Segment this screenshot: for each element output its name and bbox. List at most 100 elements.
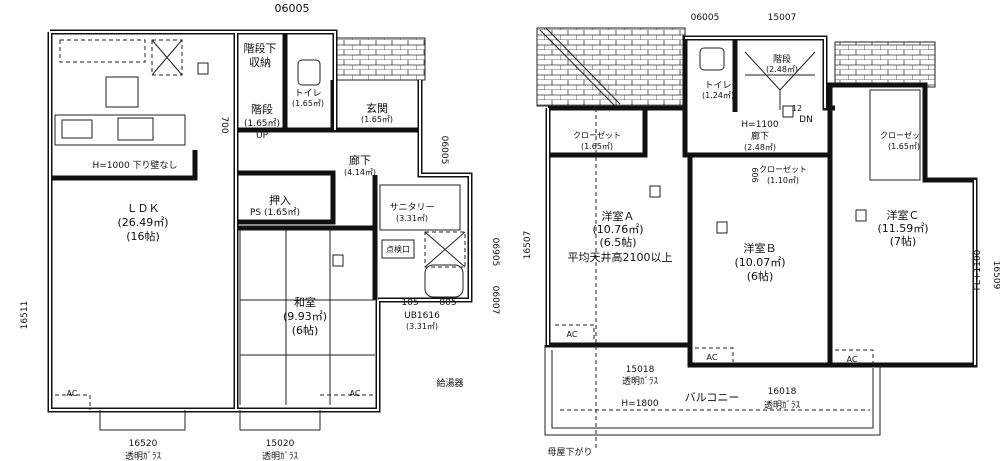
kitchen-wall-note: H=1000 下り壁なし: [92, 159, 177, 171]
hall-height: H=1100: [741, 120, 778, 130]
toilet-icon: [297, 59, 321, 86]
room-name-stair-storage-2: 収納: [249, 56, 271, 69]
kitchen-counter: [54, 114, 186, 146]
glass-type: 透明ｶﾞﾗｽ: [262, 451, 299, 461]
room-name-a: 洋室Ａ: [602, 209, 635, 223]
smoke-sensor-icon: [332, 254, 344, 267]
room-tatami-c: (7帖): [890, 235, 917, 248]
toilet-icon: [699, 47, 725, 71]
room-area-ldk: (26.49㎡): [117, 216, 168, 229]
room-name-c: 洋室Ｃ: [887, 208, 920, 222]
window-code: 15007: [768, 13, 797, 23]
window-code: 16507: [523, 231, 533, 260]
inspection-hatch: [381, 239, 415, 259]
stove-icon: [61, 119, 93, 139]
room-name-hall-2f: 廊下: [751, 130, 769, 142]
window-code: 06005: [439, 136, 449, 165]
tatami-lines: [239, 230, 375, 405]
room-area-toilet-2f: (1.24㎡): [702, 91, 734, 100]
water-heater-label: 給湯器: [436, 377, 463, 389]
step-count: 12: [792, 104, 802, 113]
room-name-b: 洋室Ｂ: [744, 241, 777, 255]
smoke-sensor-icon: [782, 105, 794, 118]
room-area-closet-a: (1.65㎡): [581, 142, 613, 151]
room-area-entrance: (1.65㎡): [361, 115, 393, 124]
room-area-closet-c: (1.65㎡): [888, 142, 920, 151]
bathtub-icon: [424, 264, 464, 298]
room-name-stairs-2f: 階段: [773, 53, 791, 65]
room-tatami-a: (6.5帖): [599, 236, 636, 249]
room-name-toilet: トイレ: [294, 89, 321, 99]
room-area-a: (10.76㎡): [592, 223, 643, 236]
room-area-hall: (4.14㎡): [344, 168, 376, 177]
room-name-closet-a: クローゼット: [573, 130, 621, 140]
window-code: 16511: [20, 301, 30, 330]
ac-label: AC: [707, 353, 718, 362]
room-name-closet-c: クローゼット: [880, 130, 928, 140]
room-area-b: (10.07㎡): [734, 256, 785, 269]
smoke-sensor-icon: [649, 185, 661, 198]
floor2-walls: [545, 35, 978, 368]
room-name-closet-b: クローゼット: [759, 164, 807, 174]
room-area-closet: PS (1.65㎡): [250, 207, 300, 218]
window-code: 06905: [490, 238, 500, 267]
dim-700: 700: [219, 116, 229, 133]
roof-tiles: [536, 27, 686, 107]
room-name-ldk: ＬＤＫ: [127, 202, 160, 215]
room-name-entrance: 玄関: [366, 101, 388, 115]
room-area-c: (11.59㎡): [877, 222, 928, 235]
pantry: [151, 39, 183, 76]
ac-marks: [55, 394, 375, 410]
stairs-direction: UP: [256, 131, 269, 141]
glass-type: 透明ｶﾞﾗｽ: [764, 400, 801, 411]
window-code: 06005: [691, 13, 720, 23]
room-name-closet: 押入: [269, 193, 291, 207]
stairs-lines: [744, 51, 816, 110]
refrigerator: [105, 76, 139, 108]
smoke-sensor-icon: [855, 209, 867, 222]
ac-label: AC: [847, 355, 858, 364]
smoke-sensor-icon: [716, 221, 728, 234]
room-tatami-washitsu: (6帖): [292, 324, 319, 337]
ac-label: AC: [567, 330, 578, 339]
floor1-walls: [47, 29, 473, 413]
room-area-hall-2f: (2.48㎡): [744, 143, 776, 152]
floor2-plan: 06005 15007 トイレ (1.24㎡) 階段 (2.48㎡) DN 12…: [523, 13, 1000, 458]
fl-note: FL+1100: [973, 249, 983, 290]
roof-tiles: [834, 41, 936, 88]
entrance-tiles: [334, 37, 426, 81]
window-code: 15020: [266, 439, 295, 449]
stairs-direction: DN: [799, 115, 813, 125]
room-tatami-ldk: (16帖): [126, 230, 160, 243]
ac-marks: [555, 324, 874, 365]
window-code: 06007: [490, 286, 500, 315]
sink-icon: [117, 117, 154, 141]
window-code: 16018: [768, 387, 797, 397]
room-area-sanitary: (3.31㎡): [396, 214, 428, 223]
floor1-plan: 06005 ＬＤＫ (26.49㎡) (16帖) 階段下 収納 階段 (1.65…: [20, 2, 500, 461]
window-code: 15018: [626, 365, 655, 375]
room-area-closet-b: (1.10㎡): [767, 176, 799, 185]
ceiling-height-note: 平均天井高2100以上: [568, 250, 673, 264]
room-name-toilet-2f: トイレ: [704, 81, 731, 91]
glass-type: 透明ｶﾞﾗｽ: [125, 451, 162, 461]
glass-type: 透明ｶﾞﾗｽ: [622, 376, 659, 387]
room-name-stair-storage: 階段下: [244, 41, 277, 55]
bath-dim1: 105: [401, 298, 418, 308]
inspection-label: 点検口: [386, 244, 410, 254]
range-hood: [59, 39, 146, 63]
room-name-balcony: バルコニー: [685, 391, 740, 404]
room-area-stairs: (1.65㎡): [244, 118, 280, 129]
h1800-note: H=1800: [621, 399, 658, 409]
window-code: 06005: [275, 2, 310, 15]
room-name-washitsu: 和室: [294, 295, 316, 309]
room-area-stairs-2f: (2.48㎡): [766, 65, 798, 74]
washbasin-icon: [379, 184, 461, 231]
room-area-toilet: (1.65㎡): [292, 99, 324, 108]
bath-dim2: 805: [439, 298, 456, 308]
room-name-hall: 廊下: [349, 153, 371, 167]
room-area-washitsu: (9.93㎡): [283, 310, 327, 323]
room-name-stairs: 階段: [251, 102, 273, 116]
room-name-bath: UB1616: [404, 311, 440, 321]
